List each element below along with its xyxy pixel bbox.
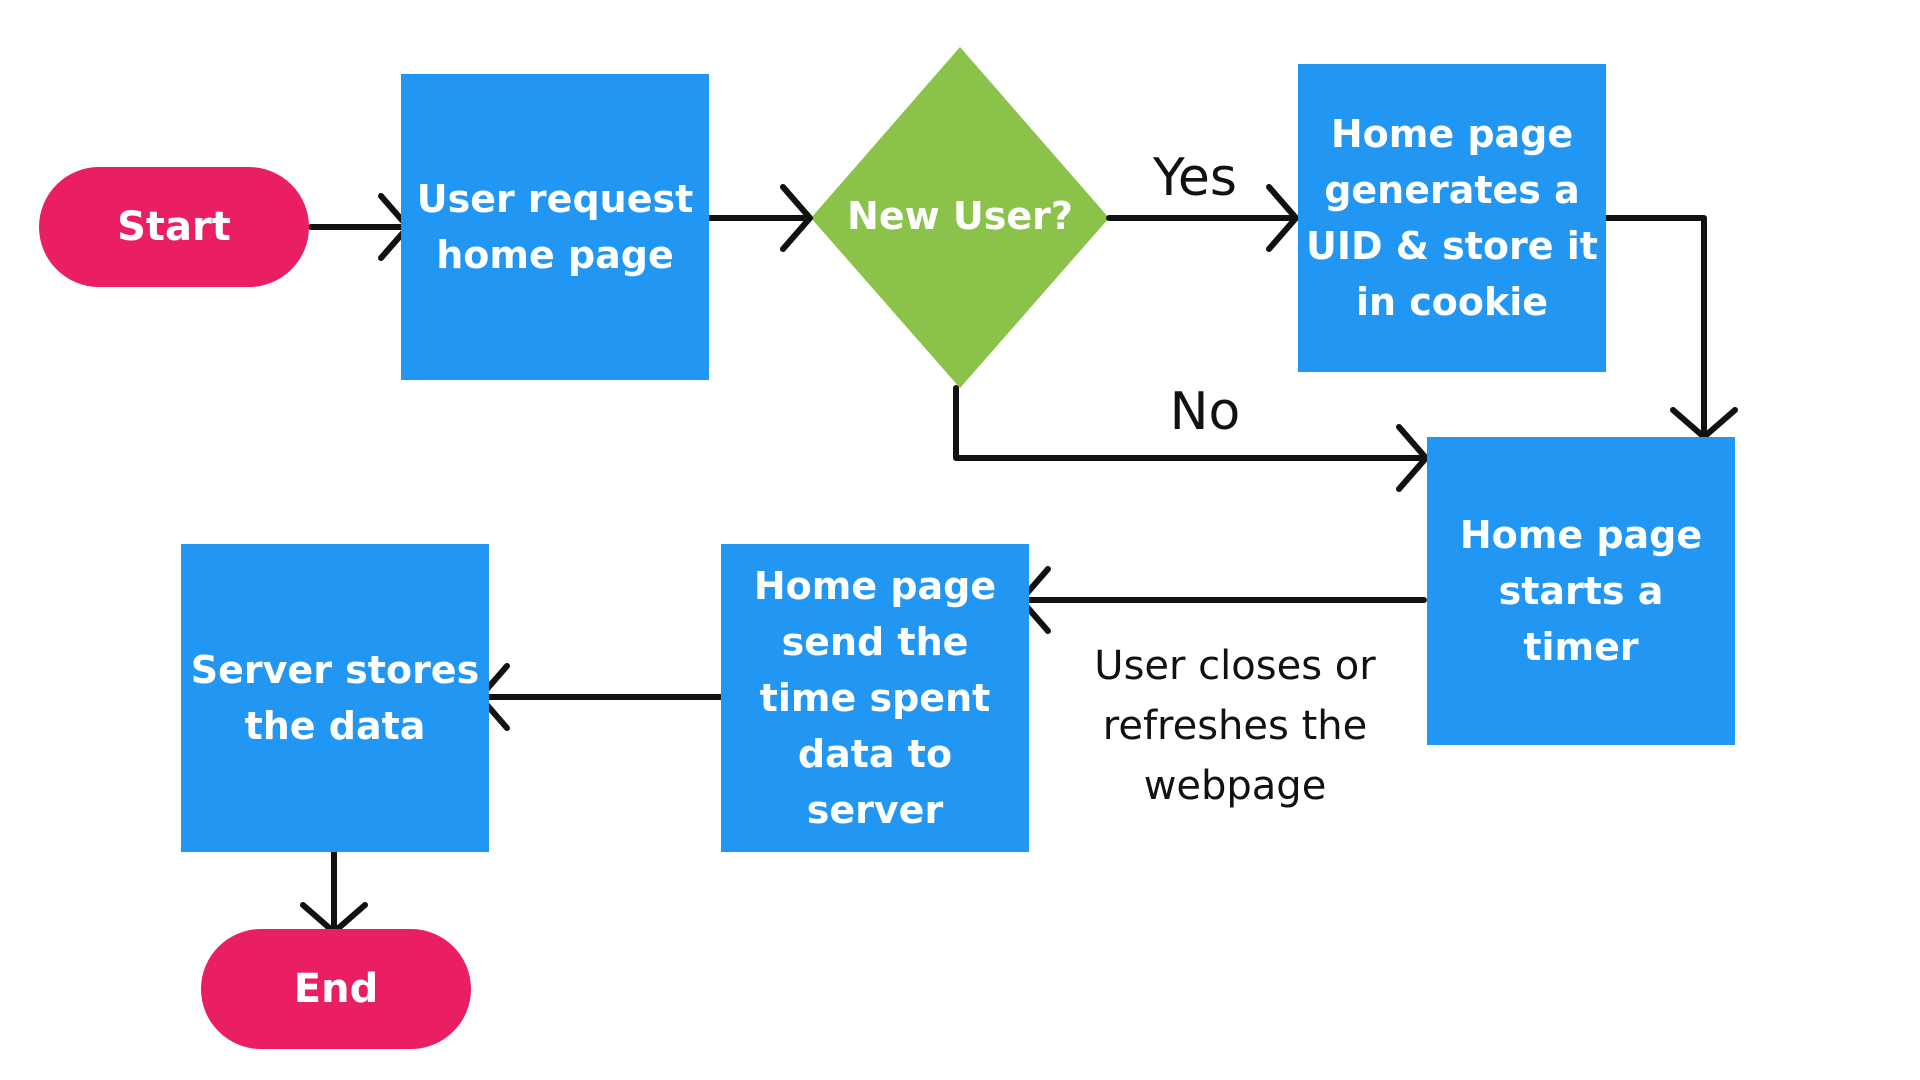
start-node: Start bbox=[39, 167, 309, 287]
arrow-head-no bbox=[1396, 424, 1429, 492]
server-stores-label: Server stores the data bbox=[190, 648, 480, 748]
closes-label: User closes or refreshes the webpage bbox=[1094, 643, 1376, 809]
start-label: Start bbox=[117, 204, 231, 250]
send-data-node: Home page send the time spent data to se… bbox=[721, 544, 1029, 852]
start-timer-label: Home page starts a timer bbox=[1459, 513, 1703, 669]
arrow-head-request-to-decision bbox=[780, 184, 813, 252]
decision-label: New User? bbox=[847, 194, 1073, 238]
end-label: End bbox=[293, 966, 379, 1012]
generate-uid-node: Home page generates a UID & store it in … bbox=[1298, 64, 1606, 372]
server-stores-node: Server stores the data bbox=[181, 544, 489, 852]
user-request-label: User request home page bbox=[416, 177, 694, 277]
yes-label: Yes bbox=[1153, 148, 1237, 208]
end-node: End bbox=[201, 929, 471, 1049]
arrow-uid-to-timer bbox=[1600, 215, 1707, 436]
start-timer-node: Home page starts a timer bbox=[1427, 437, 1735, 745]
generate-uid-label: Home page generates a UID & store it in … bbox=[1306, 112, 1598, 324]
arrow-head-yes bbox=[1266, 184, 1299, 252]
no-label: No bbox=[1169, 382, 1241, 442]
decision-diamond bbox=[811, 47, 1109, 388]
user-request-node: User request home page bbox=[401, 74, 709, 380]
arrow-no bbox=[953, 385, 1425, 461]
send-data-label: Home page send the time spent data to se… bbox=[753, 564, 997, 832]
